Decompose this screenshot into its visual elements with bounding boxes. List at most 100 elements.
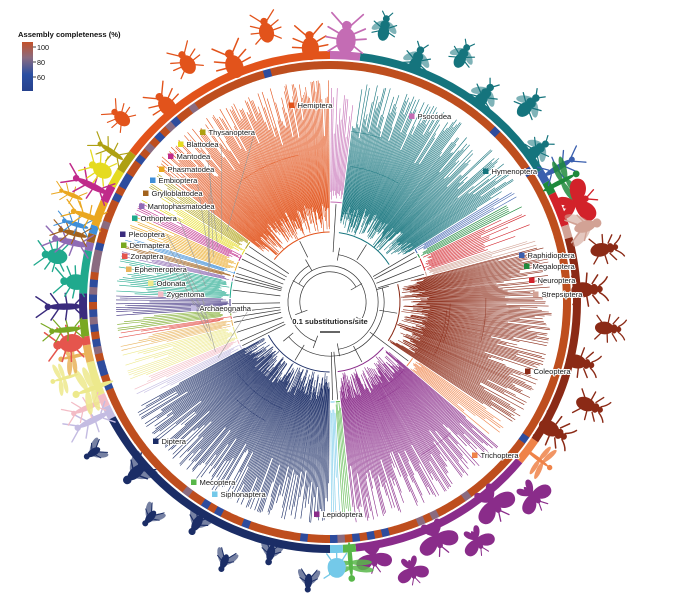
order-ring-siphonaptera [330, 544, 344, 554]
order-ring-raphidioptera [536, 169, 550, 185]
silhouette-slim-embioptera [53, 210, 93, 238]
order-label-text: Blattodea [187, 140, 220, 149]
silhouette-bee-hymenoptera [468, 77, 500, 110]
insect-silhouettes [33, 9, 628, 593]
clade-hymenoptera [338, 84, 514, 265]
order-label-megaloptera: Megaloptera [524, 261, 576, 272]
order-label-text: Orthoptera [141, 214, 178, 223]
order-color-swatch [150, 177, 156, 183]
silhouette-slim-phasmatodea [50, 180, 88, 208]
order-color-swatch [158, 291, 164, 297]
order-color-swatch [159, 166, 165, 172]
order-label-text: Zygentoma [167, 290, 206, 299]
order-color-swatch [191, 479, 197, 485]
order-ring-embioptera [88, 224, 99, 235]
clade-siphonaptera [330, 401, 340, 517]
clade-coleoptera [387, 247, 552, 422]
label-leader-lines [164, 132, 255, 358]
order-labels: HemipteraPsocodeaHymenopteraRaphidiopter… [120, 100, 584, 520]
silhouette-bug-hemiptera [211, 37, 254, 83]
order-label-neuroptera: Neuroptera [529, 275, 577, 286]
silhouette-slim-plecoptera [35, 292, 86, 321]
silhouette-fly-diptera [261, 538, 285, 566]
order-label-text: Psocodea [418, 112, 453, 121]
clade-mantophasmatodea [120, 251, 234, 281]
order-label-text: Odonata [157, 279, 187, 288]
clade-strepsiptera [424, 240, 537, 276]
order-color-swatch [126, 266, 132, 272]
silhouette-bug-psocodea [325, 11, 367, 55]
order-label-text: Ephemeroptera [135, 265, 188, 274]
order-color-swatch [132, 215, 138, 221]
silhouette-moth-lepidoptera [463, 525, 495, 557]
order-color-swatch [519, 252, 525, 258]
order-color-swatch [121, 242, 127, 248]
tree-backbone [231, 204, 425, 401]
clade-mecoptera [335, 401, 352, 516]
order-ring-coleoptera [531, 237, 581, 443]
order-label-text: Lepidoptera [323, 510, 364, 519]
order-label-archaeognatha: Archaeognatha [191, 303, 253, 314]
silhouette-bug-orthoptera [52, 265, 88, 299]
phylogenetic-tree: HemipteraPsocodeaHymenopteraRaphidiopter… [33, 9, 628, 593]
order-label-embioptera: Embioptera [150, 175, 199, 186]
scale-bar-label: 0.1 substitutions/site [292, 317, 368, 326]
order-label-zoraptera: Zoraptera [122, 251, 165, 262]
order-label-odonata: Odonata [148, 278, 187, 289]
silhouette-bug-hemiptera [291, 22, 329, 61]
silhouette-bee-hymenoptera [524, 135, 555, 164]
order-ring-mantodea [100, 184, 116, 204]
order-label-hemiptera: Hemiptera [289, 100, 334, 111]
order-label-lepidoptera: Lepidoptera [314, 509, 364, 520]
order-color-swatch [525, 368, 531, 374]
silhouette-fly-strepsiptera [564, 214, 602, 247]
clade-zygentoma [134, 339, 240, 390]
silhouette-fly-diptera [188, 505, 215, 536]
clade-mantodea [134, 202, 242, 262]
clade-lepidoptera [337, 346, 499, 523]
silhouette-fly-diptera [123, 450, 158, 485]
order-label-text: Embioptera [159, 176, 199, 185]
order-label-thysanoptera: Thysanoptera [200, 127, 257, 138]
silhouette-bug-blattodea [78, 149, 118, 187]
order-label-dermaptera: Dermaptera [121, 240, 171, 251]
order-color-swatch [212, 491, 218, 497]
order-label-mantodea: Mantodea [168, 151, 212, 162]
clade-hemiptera [156, 80, 330, 260]
order-color-swatch [178, 141, 184, 147]
silhouette-bug-hemiptera [100, 98, 137, 134]
order-label-ephemeroptera: Ephemeroptera [126, 264, 189, 275]
order-label-text: Diptera [162, 437, 187, 446]
silhouette-beetle-coleoptera [571, 388, 612, 424]
clade-psocodea [330, 87, 354, 204]
silhouette-beetle-coleoptera [588, 233, 626, 265]
order-ring-neuroptera [548, 192, 569, 227]
silhouette-fly-diptera [83, 437, 109, 460]
order-ring-thysanoptera [117, 150, 136, 174]
order-color-swatch [289, 102, 295, 108]
order-label-text: Hymenoptera [492, 167, 538, 176]
order-ring-zygentoma [97, 393, 110, 409]
silhouette-beetle-coleoptera [563, 345, 602, 379]
order-color-swatch [533, 291, 539, 297]
silhouette-beetle-coleoptera [594, 313, 628, 343]
order-color-swatch [191, 305, 197, 311]
order-ring-grylloblattodea [86, 232, 97, 244]
silhouette-dragonfly-trichoptera [526, 446, 557, 479]
order-label-zygentoma: Zygentoma [158, 289, 206, 300]
clade-orthoptera [116, 258, 233, 299]
order-ring-psocodea [330, 51, 361, 61]
order-color-swatch [529, 277, 535, 283]
order-color-swatch [409, 113, 415, 119]
order-ring-dermaptera [79, 319, 90, 337]
clade-odonata [122, 326, 238, 380]
clade-ephemeroptera [120, 319, 234, 351]
order-color-swatch [314, 511, 320, 517]
order-label-raphidioptera: Raphidioptera [519, 250, 577, 261]
silhouette-bee-hymenoptera [513, 88, 546, 121]
order-label-text: Plecoptera [129, 230, 166, 239]
clade-phasmatodea [129, 216, 239, 271]
order-label-phasmatodea: Phasmatodea [159, 164, 216, 175]
